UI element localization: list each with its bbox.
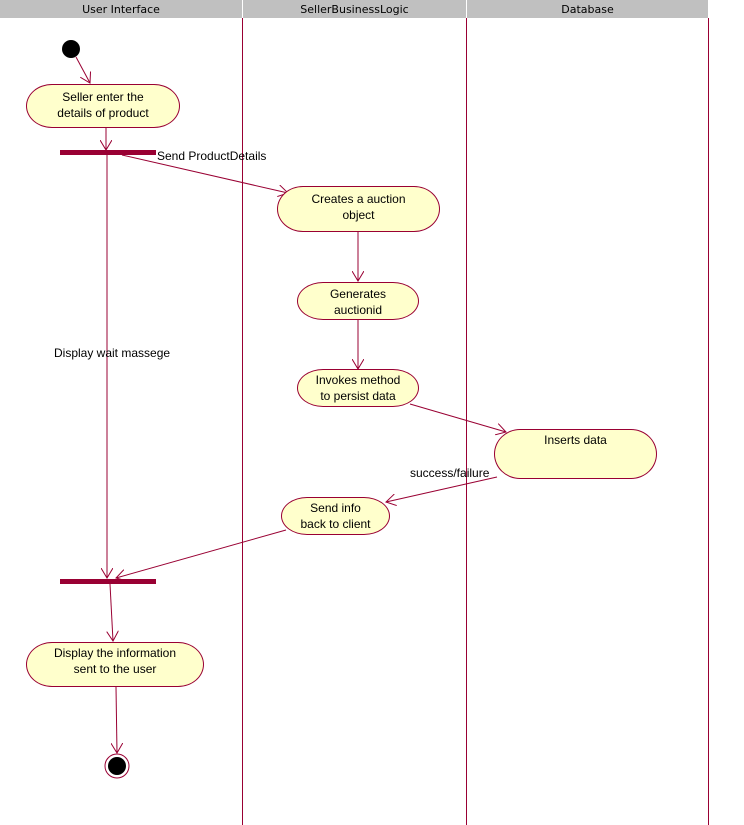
edge-sendinfo-to-join (116, 529, 287, 578)
lane-header-label: Database (561, 3, 614, 16)
edge-display-to-end (116, 686, 117, 753)
transition-label-success-failure: success/failure (410, 466, 490, 480)
join-bar (60, 579, 156, 584)
edge-insert-to-sendinfo (386, 476, 498, 502)
activity-label: Seller enter the details of product (57, 90, 149, 120)
activity-label: Generates auctionid (329, 287, 387, 317)
lane-header-user-interface: User Interface (0, 0, 242, 18)
transition-label-send-product-details: Send ProductDetails (157, 149, 267, 163)
activity-label: Invokes method to persist data (315, 373, 401, 403)
lane-header-seller-business-logic: SellerBusinessLogic (243, 0, 466, 18)
activity-insert-data: Inserts data (494, 429, 657, 479)
lane-header-label: User Interface (82, 3, 160, 16)
lane-header-label: SellerBusinessLogic (300, 3, 409, 16)
activity-generate-auctionid: Generates auctionid (297, 282, 419, 320)
activity-send-info: Send info back to client (281, 497, 390, 535)
activity-label: Display the information sent to the user (53, 646, 177, 676)
activity-display-info: Display the information sent to the user (26, 642, 204, 687)
activity-invoke-persist: Invokes method to persist data (297, 369, 419, 407)
edge-join-to-display (110, 583, 113, 641)
final-node-inner (108, 757, 126, 775)
transition-label-display-wait: Display wait massege (54, 346, 171, 360)
edge-start-to-enter (75, 56, 90, 83)
edge-invoke-to-insert (409, 403, 506, 432)
edge-fork-to-create (121, 154, 288, 193)
activity-create-auction: Creates a auction object (277, 186, 440, 232)
fork-bar (60, 150, 156, 155)
activity-label: Creates a auction object (311, 192, 406, 222)
activity-label: Send info back to client (300, 501, 371, 531)
lane-header-database: Database (467, 0, 708, 18)
activity-enter-details: Seller enter the details of product (26, 84, 180, 128)
initial-node (62, 40, 80, 58)
activity-label: Inserts data (544, 433, 607, 447)
